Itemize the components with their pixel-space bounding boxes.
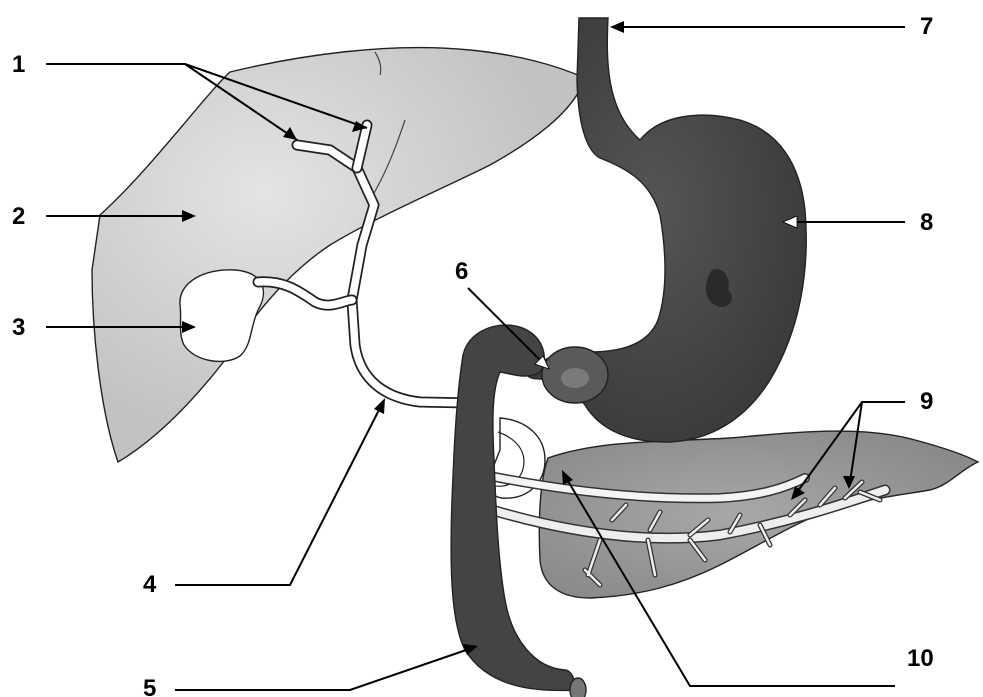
- label-1: 1: [12, 51, 25, 78]
- leader-4: [175, 404, 382, 585]
- arrow-7: [610, 21, 624, 33]
- gallbladder: [180, 270, 264, 362]
- label-4: 4: [143, 571, 157, 598]
- liver: [92, 48, 585, 462]
- duodenum-lumen: [570, 678, 586, 697]
- leader-5: [175, 648, 472, 690]
- label-9: 9: [920, 388, 933, 415]
- label-6: 6: [455, 258, 468, 285]
- label-8: 8: [920, 209, 933, 236]
- label-2: 2: [12, 203, 25, 230]
- label-3: 3: [12, 314, 25, 341]
- label-5: 5: [143, 675, 156, 697]
- label-10: 10: [907, 645, 934, 672]
- pancreas: [539, 431, 978, 598]
- arrow-4: [374, 398, 385, 414]
- label-7: 7: [920, 13, 933, 40]
